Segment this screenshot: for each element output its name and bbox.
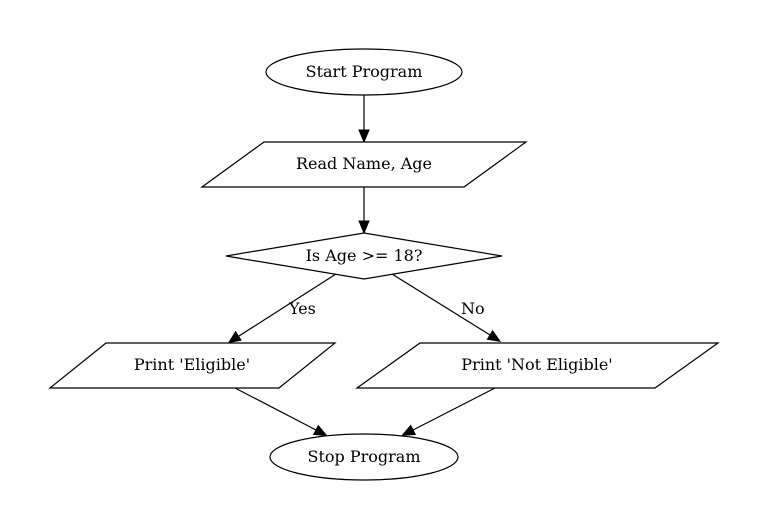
edge-check-to-not-eligible: No [391, 273, 502, 342]
output-parallelogram [48, 342, 337, 389]
decision-diamond [225, 232, 503, 280]
node-label: Print 'Not Eligible' [461, 355, 612, 374]
edge-eligible-to-stop [234, 387, 328, 437]
terminator-ellipse [265, 48, 463, 96]
node-print-not-eligible: Print 'Not Eligible' [355, 342, 720, 389]
node-label: Is Age >= 18? [306, 246, 423, 265]
node-is-age-check: Is Age >= 18? [225, 232, 503, 280]
arrow-head [312, 424, 328, 437]
node-start-program: Start Program [265, 48, 463, 96]
input-parallelogram [200, 141, 528, 188]
arrow-head [401, 424, 417, 436]
edge-label-yes: Yes [288, 299, 316, 318]
node-label: Read Name, Age [296, 154, 432, 173]
arrow-head [358, 129, 370, 144]
edge-line [391, 273, 491, 336]
arrow-head [486, 329, 502, 342]
edge-not-eligible-to-stop [401, 387, 496, 436]
node-read-name-age: Read Name, Age [200, 141, 528, 188]
node-label: Start Program [306, 62, 423, 81]
node-stop-program: Stop Program [269, 433, 459, 481]
edge-check-to-eligible: Yes [227, 273, 337, 344]
node-label: Stop Program [308, 447, 421, 466]
node-label: Print 'Eligible' [134, 355, 250, 374]
arrow-head [358, 220, 370, 235]
terminator-ellipse [269, 433, 459, 481]
node-print-eligible: Print 'Eligible' [48, 342, 337, 389]
arrow-head [227, 330, 242, 344]
edge-line [238, 273, 337, 337]
edge-line [412, 387, 496, 431]
edge-read-to-check [358, 187, 370, 235]
output-parallelogram [355, 342, 720, 389]
edge-start-to-read [358, 94, 370, 144]
edge-label-no: No [461, 299, 485, 318]
edge-line [234, 387, 317, 431]
